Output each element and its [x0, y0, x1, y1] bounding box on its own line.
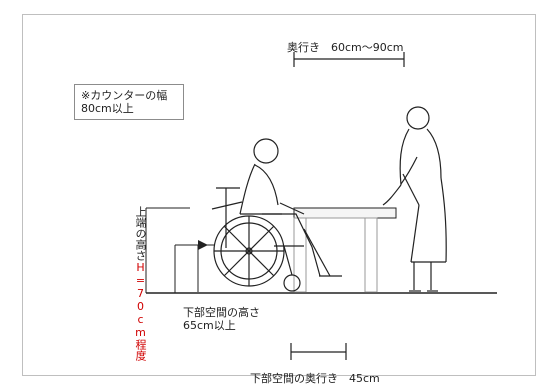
top-depth-dimension: [293, 52, 405, 67]
top-height-label-black: 上端の高さ: [134, 206, 147, 261]
counter-width-note-line-1: ※カウンターの幅: [81, 89, 168, 102]
diagram-frame: [22, 14, 536, 376]
lower-space-depth-label: 下部空間の奥行き 45cm: [250, 372, 380, 385]
height-guide-lines: [145, 207, 214, 293]
top-height-label: 上端の高さH=70cm程度: [128, 206, 147, 361]
lower-space-height-line-2: 65cm以上: [183, 319, 236, 332]
lower-space-height-label: 下部空間の高さ 65cm以上: [183, 306, 260, 332]
counter-icon: [293, 207, 397, 293]
lower-space-height-line-1: 下部空間の高さ: [183, 306, 260, 319]
wheelchair-user-icon: [211, 138, 342, 292]
depth-range-label: 奥行き 60cm〜90cm: [287, 41, 404, 54]
top-height-label-red: H=70cm程度: [134, 261, 147, 361]
counter-width-note-line-2: 80cm以上: [81, 102, 134, 115]
standing-person-icon: [382, 106, 447, 292]
lower-depth-dimension: [290, 343, 347, 360]
counter-width-note: ※カウンターの幅 80cm以上: [74, 84, 184, 120]
